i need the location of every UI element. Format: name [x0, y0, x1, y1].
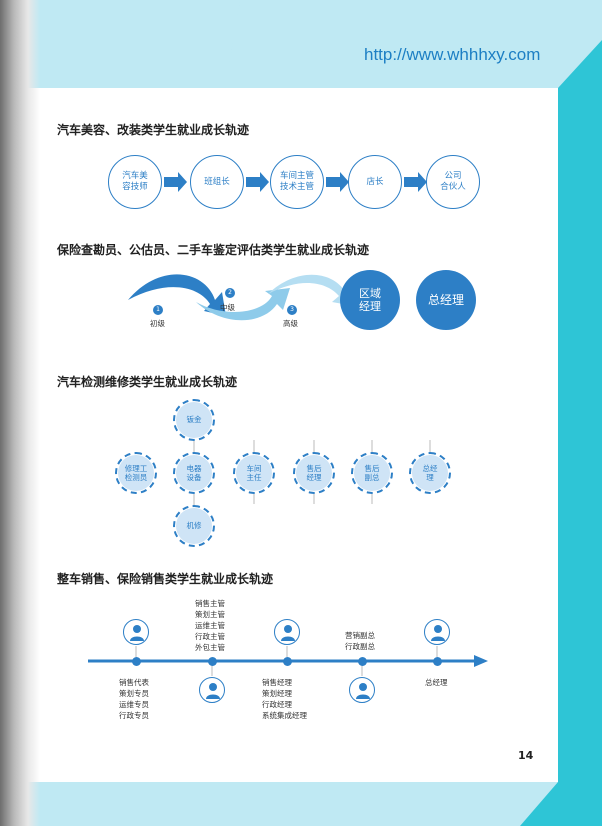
section1-step-label: 店长	[366, 176, 384, 187]
person-glyph	[356, 683, 370, 699]
section1-step-label: 公司 合伙人	[440, 171, 466, 192]
sales-rep-titles-line: 策划专员	[119, 689, 149, 698]
manager-titles-line: 策划经理	[262, 689, 292, 698]
sheet-metal-node-label: 钣金	[186, 415, 202, 425]
person-glyph	[206, 683, 220, 699]
section1-step-label: 汽车美 容技师	[122, 171, 148, 192]
page-number: 14	[518, 749, 534, 762]
manager-titles: 销售经理策划经理行政经理系统集成经理	[262, 677, 307, 721]
level-number-badge: 2	[225, 288, 235, 298]
mechanic-node-label: 机修	[186, 521, 202, 531]
manager-titles-line: 销售经理	[262, 678, 292, 687]
regional-manager-label: 区域 经理	[359, 287, 381, 313]
mechanic-node: 机修	[176, 508, 212, 544]
section3-title: 汽车检测维修类学生就业成长轨迹	[57, 375, 238, 389]
manager-titles-line: 系统集成经理	[262, 711, 307, 720]
person-icon	[349, 677, 375, 703]
supervisor-titles-line: 行政主管	[195, 632, 225, 641]
supervisor-titles-line: 销售主管	[195, 599, 225, 608]
timeline-dot	[432, 656, 442, 666]
regional-manager-circle: 区域 经理	[340, 270, 400, 330]
sheet-metal-node: 钣金	[176, 402, 212, 438]
dashed-ring	[409, 452, 451, 494]
level-label: 初级	[150, 319, 165, 328]
person-glyph	[130, 625, 144, 641]
career-chain-node: 总经 理	[412, 455, 448, 491]
section1-step-circle: 公司 合伙人	[426, 155, 480, 209]
ceo-title-line: 总经理	[425, 678, 448, 687]
career-chain-node-label: 车间 主任	[246, 463, 262, 483]
section2-title: 保险查勘员、公估员、二手车鉴定评估类学生就业成长轨迹	[57, 243, 370, 257]
sales-rep-titles-line: 行政专员	[119, 711, 149, 720]
supervisor-titles-line: 运维主管	[195, 621, 225, 630]
vice-president-titles: 营销副总行政副总	[345, 630, 375, 652]
career-chain-node: 售后 副总	[354, 455, 390, 491]
supervisor-titles: 销售主管策划主管运维主管行政主管外包主管	[195, 598, 225, 653]
career-chain-node-label: 售后 经理	[306, 463, 322, 483]
book-spine	[0, 0, 40, 826]
supervisor-titles-line: 外包主管	[195, 643, 225, 652]
career-chain-node-label: 总经 理	[422, 463, 438, 483]
sales-rep-titles-line: 销售代表	[119, 678, 149, 687]
electrical-node-label: 电器 设备	[186, 463, 202, 483]
person-glyph	[431, 625, 445, 641]
dashed-ring	[173, 452, 215, 494]
person-icon	[199, 677, 225, 703]
timeline-dot	[131, 656, 141, 666]
person-icon	[274, 619, 300, 645]
dashed-ring	[233, 452, 275, 494]
timeline-dot	[282, 656, 292, 666]
general-manager-circle: 总经理	[416, 270, 476, 330]
career-chain-node: 售后 经理	[296, 455, 332, 491]
dashed-ring	[293, 452, 335, 494]
repairman-node: 修理工 检测员	[118, 455, 154, 491]
person-at-desk-icon	[123, 619, 149, 645]
sales-rep-titles: 销售代表策划专员运维专员行政专员	[119, 677, 149, 721]
electrical-node: 电器 设备	[176, 455, 212, 491]
level-number-badge: 3	[287, 305, 297, 315]
dashed-ring	[173, 505, 215, 547]
repairman-node-label: 修理工 检测员	[124, 463, 148, 483]
level-number-badge: 1	[153, 305, 163, 315]
vice-president-titles-line: 行政副总	[345, 642, 375, 651]
person-glyph	[281, 625, 295, 641]
businessman-icon	[424, 619, 450, 645]
section1-step-label: 班组长	[204, 176, 230, 187]
timeline-dot	[207, 656, 217, 666]
section1-step-circle: 汽车美 容技师	[108, 155, 162, 209]
dashed-ring	[351, 452, 393, 494]
website-url[interactable]: http://www.whhhxy.com	[364, 45, 541, 64]
sales-rep-titles-line: 运维专员	[119, 700, 149, 709]
career-chain-node: 车间 主任	[236, 455, 272, 491]
timeline-dot	[357, 656, 367, 666]
section1-step-circle: 班组长	[190, 155, 244, 209]
supervisor-titles-line: 策划主管	[195, 610, 225, 619]
dashed-ring	[173, 399, 215, 441]
level-label: 高级	[283, 319, 298, 328]
section4-title: 整车销售、保险销售类学生就业成长轨迹	[57, 572, 274, 586]
vice-president-titles-line: 营销副总	[345, 631, 375, 640]
ceo-title: 总经理	[425, 677, 448, 688]
section1-step-circle: 车间主管 技术主管	[270, 155, 324, 209]
general-manager-label: 总经理	[427, 292, 464, 307]
section1-step-label: 车间主管 技术主管	[279, 171, 314, 192]
manager-titles-line: 行政经理	[262, 700, 292, 709]
career-chain-node-label: 售后 副总	[364, 463, 380, 483]
section1-step-circle: 店长	[348, 155, 402, 209]
section1-title: 汽车美容、改装类学生就业成长轨迹	[57, 123, 250, 137]
dashed-ring	[115, 452, 157, 494]
level-label: 中级	[220, 303, 235, 312]
